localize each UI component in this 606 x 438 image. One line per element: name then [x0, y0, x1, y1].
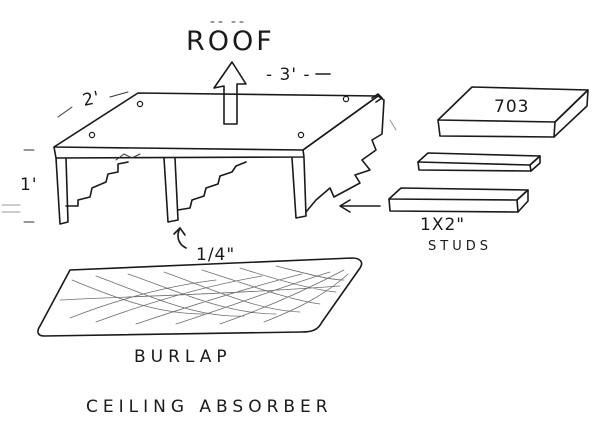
studs-arrow [339, 199, 381, 213]
stud-lower [388, 187, 529, 213]
burlap-label: BURLAP [134, 347, 232, 367]
diagram-caption: CEILING ABSORBER [86, 397, 333, 417]
screw-dot [297, 131, 305, 139]
panel-side [553, 89, 589, 138]
up-arrow [213, 61, 247, 125]
frame-leg-left [55, 157, 69, 225]
screw-dot [136, 100, 144, 108]
insulation-panel-703: 703 [437, 86, 589, 138]
frame-brace-right [177, 161, 247, 211]
frame-leg-middle [163, 157, 179, 223]
dim-length-label: - 3' - [266, 65, 311, 85]
frame-front-rail [53, 146, 305, 159]
stud-spacing-label: 1/4" [196, 245, 235, 265]
frame-right-side [302, 95, 385, 213]
studs-size-label: 1X2" [420, 215, 465, 235]
panel-703-label: 703 [494, 97, 529, 117]
hanger-hook [371, 93, 383, 103]
burlap-weave [59, 265, 349, 325]
stud-upper [417, 152, 541, 172]
dim-width-label: 2' [81, 88, 102, 111]
dim-height-label: 1' [20, 175, 38, 195]
burlap-sheet [37, 257, 363, 337]
frame-top-face [53, 92, 379, 151]
studs-word-label: STUDS [428, 239, 492, 254]
panel-front [437, 119, 556, 138]
dim-width-tick [57, 106, 73, 118]
screw-dot [88, 131, 96, 139]
stud-spacing-callout: 1/4" [173, 227, 235, 265]
frame-brace-left [65, 161, 129, 207]
frame-leg-right [291, 157, 307, 219]
burlap-outline [37, 257, 363, 337]
absorber-frame [1, 92, 397, 225]
roof-label: ROOF [186, 26, 275, 57]
screw-dot [342, 95, 350, 103]
dim-width-tick [109, 91, 129, 98]
